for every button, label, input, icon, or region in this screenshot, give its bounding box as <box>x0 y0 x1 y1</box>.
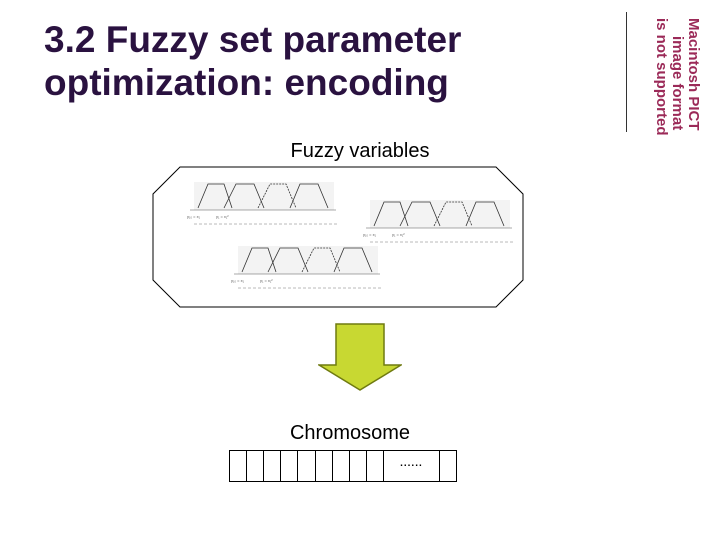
svg-text:y₁ = x₁²: y₁ = x₁² <box>392 232 405 237</box>
fuzzy-variables-label: Fuzzy variables <box>290 140 430 162</box>
chromosome-gene <box>333 451 350 481</box>
slide-title-line-2: optimization: encoding <box>44 62 449 103</box>
svg-text:y₁ = x₁²: y₁ = x₁² <box>216 214 229 219</box>
membership-functions-panel-3: y₁₀ = x₁ y₁ = x₁² <box>228 244 388 294</box>
chromosome-bar: ...... <box>229 450 457 482</box>
vertical-divider <box>626 12 627 132</box>
chromosome-gene <box>367 451 384 481</box>
pict-line-3: is not supported <box>653 18 670 136</box>
chromosome-gene <box>440 451 456 481</box>
membership-functions-panel-2: y₁₀ = x₁ y₁ = x₁² <box>360 198 520 248</box>
svg-text:y₁ = x₁²: y₁ = x₁² <box>260 278 273 283</box>
svg-text:y₁₀ = x₁: y₁₀ = x₁ <box>187 214 201 219</box>
slide-title-line-1: 3.2 Fuzzy set parameter <box>44 19 462 60</box>
slide-title: 3.2 Fuzzy set parameter optimization: en… <box>44 18 604 104</box>
down-arrow-icon <box>316 323 404 391</box>
chromosome-gene <box>247 451 265 481</box>
chromosome-gene <box>298 451 316 481</box>
chromosome-label: Chromosome <box>289 422 411 444</box>
pict-unsupported-placeholder: Macintosh PICT image format is not suppo… <box>651 18 703 160</box>
svg-text:y₁₀ = x₁: y₁₀ = x₁ <box>363 232 377 237</box>
chromosome-gene <box>350 451 367 481</box>
chromosome-gene <box>264 451 282 481</box>
pict-line-2: image format <box>669 36 686 130</box>
chromosome-ellipsis: ...... <box>384 451 440 481</box>
chromosome-gene <box>281 451 299 481</box>
chromosome-gene <box>316 451 333 481</box>
svg-text:y₁₀ = x₁: y₁₀ = x₁ <box>231 278 245 283</box>
pict-line-1: Macintosh PICT <box>685 18 702 131</box>
membership-functions-panel-1: y₁₀ = x₁ y₁ = x₁² <box>184 180 344 230</box>
chromosome-gene <box>230 451 248 481</box>
